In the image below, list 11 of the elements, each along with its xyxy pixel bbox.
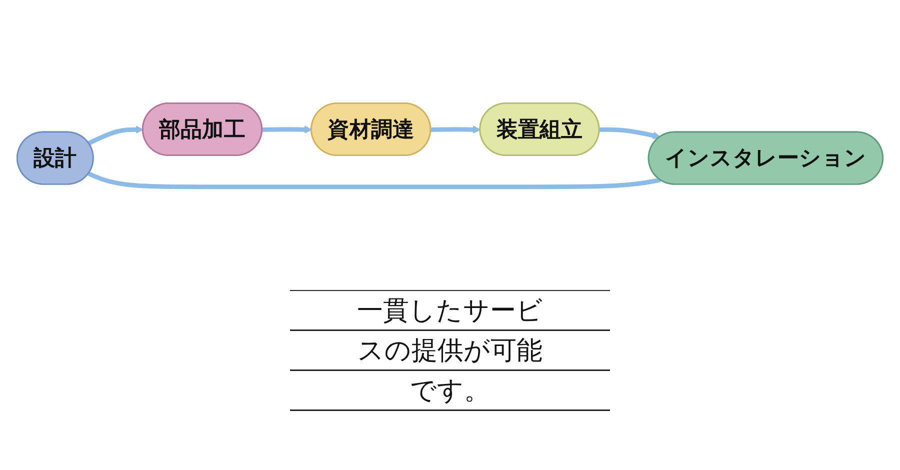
arrow (88, 126, 144, 146)
step-node: 設計 (16, 131, 94, 185)
step-node: 装置組立 (479, 102, 600, 156)
statement-text: 一貫したサービスの提供が可能です。 (290, 290, 610, 411)
arrow (262, 126, 312, 134)
step-node: インスタレーション (648, 131, 884, 185)
step-node: 部品加工 (142, 102, 262, 156)
arrow (430, 126, 481, 134)
connector-line (88, 172, 661, 190)
step-node: 資材調達 (310, 102, 432, 156)
arrow (599, 127, 661, 140)
